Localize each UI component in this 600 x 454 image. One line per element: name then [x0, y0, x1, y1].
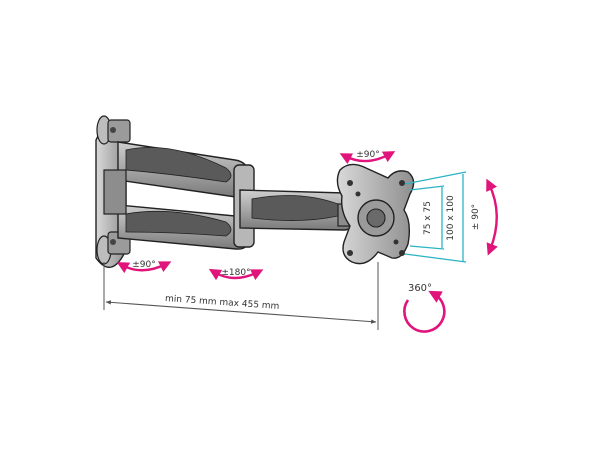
middle-swivel-label: ±180° [221, 268, 250, 278]
tilt-label: ± 90° [471, 204, 481, 230]
middle-swivel-arrow: ±180° [208, 268, 264, 281]
extension-label: min 75 mm max 455 mm [165, 294, 280, 312]
wall-tilt-label: ±90° [132, 260, 156, 270]
head-swivel-arrow: ±90° [339, 150, 396, 165]
vesa-100-label: 100 x 100 [446, 195, 456, 241]
lower-arm [239, 189, 353, 231]
vesa-75-label: 75 x 75 [423, 201, 433, 235]
rotation-label: 360° [408, 283, 432, 294]
upper-arm [103, 141, 249, 250]
tilt-arrow: ± 90° [471, 178, 498, 256]
wall-tilt-arrow: ±90° [116, 260, 172, 274]
vesa-dimensions: 75 x 75 100 x 100 [404, 171, 467, 263]
rotation-arrow: 360° [403, 283, 446, 333]
vesa-plate [336, 163, 415, 265]
head-swivel-label: ±90° [356, 150, 380, 160]
